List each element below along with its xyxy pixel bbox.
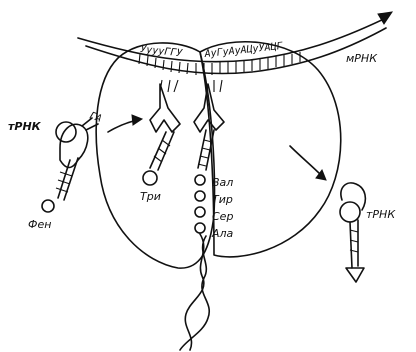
trna-incoming <box>42 118 98 212</box>
peptide-chain-residue-4: Ала <box>211 227 234 240</box>
trna-incoming-anticodon: ГА <box>88 110 103 124</box>
trna-incoming-label: тРНК <box>8 120 42 133</box>
trna-p-site <box>143 80 180 185</box>
trna-incoming-aminoacid: Фен <box>28 218 51 231</box>
trna-outgoing <box>340 183 365 282</box>
peptide-chain-residue-1: Вал <box>212 176 233 189</box>
arrow-entry-head <box>132 115 142 125</box>
trna-outgoing-label: тРНК <box>366 208 396 221</box>
mrna-codons-left: УуууГГУ <box>140 44 184 59</box>
trna-p-site-aminoacid: Три <box>140 190 161 203</box>
mrna-arrowhead <box>378 12 392 24</box>
mrna-label: мРНК <box>346 52 378 65</box>
peptide-chain-residue-2: Тир <box>212 193 233 206</box>
peptide-chain <box>180 175 209 350</box>
arrow-exit <box>290 146 322 176</box>
peptide-chain-residue-3: Сер <box>212 210 233 223</box>
